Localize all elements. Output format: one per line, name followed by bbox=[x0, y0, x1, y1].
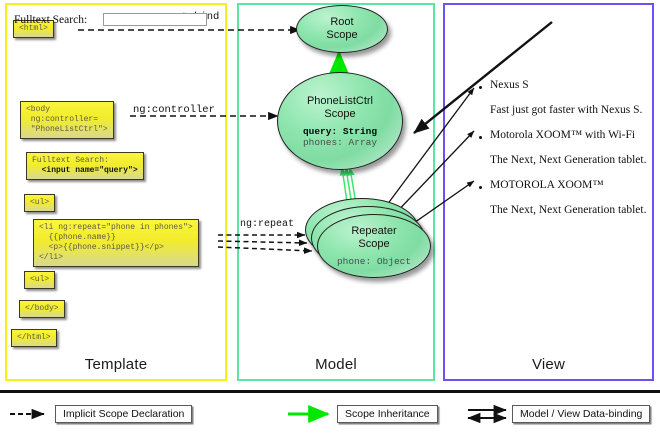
scope-repeater-title-1: Repeater bbox=[351, 225, 397, 237]
scope-root-title-1: Root bbox=[330, 16, 354, 28]
scope-phonelistctrl[interactable]: PhoneListCtrl Scope query: String phones… bbox=[277, 72, 403, 170]
label-ng-controller: ng:controller bbox=[133, 104, 215, 116]
view-search-input[interactable] bbox=[103, 13, 207, 26]
view-phone-name-1: Nexus S bbox=[490, 79, 529, 91]
scope-root-title-2: Scope bbox=[326, 29, 358, 41]
code-box-html-close[interactable]: </html> bbox=[11, 329, 57, 347]
view-phone-snippet-3: The Next, Next Generation tablet. bbox=[490, 204, 647, 216]
scope-repeater[interactable]: Repeater Scope phone: Object bbox=[317, 214, 431, 278]
view-phone-snippet-2: The Next, Next Generation tablet. bbox=[490, 154, 647, 166]
scope-phonelistctrl-title-2: Scope bbox=[324, 107, 356, 120]
legend-label-scope-inheritance: Scope Inheritance bbox=[337, 405, 438, 423]
code-box-li-repeat[interactable]: <li ng:repeat="phone in phones"> {{phone… bbox=[33, 219, 199, 267]
legend-divider bbox=[0, 390, 660, 393]
legend-glyph-double-arrow bbox=[467, 404, 507, 424]
view-search-label: Fulltext Search: bbox=[14, 14, 88, 26]
code-box-html-open[interactable]: <html> bbox=[13, 20, 54, 38]
scope-root[interactable]: Root Scope bbox=[296, 5, 388, 53]
code-box-body-controller[interactable]: <body ng:controller= "PhoneListCtrl"> bbox=[20, 101, 114, 139]
view-phone-name-3: MOTOROLA XOOM™ bbox=[490, 179, 604, 191]
column-model: Model bbox=[237, 3, 435, 381]
scope-phonelistctrl-prop-query: query: String bbox=[302, 125, 378, 137]
column-view: View bbox=[443, 3, 654, 381]
fulltext-search-plain: Fulltext Search: bbox=[32, 156, 109, 165]
column-label-view: View bbox=[531, 356, 566, 373]
code-box-body-close[interactable]: </body> bbox=[19, 300, 65, 318]
code-box-ul-close[interactable]: <ul> bbox=[24, 271, 56, 289]
fulltext-search-bold: <input name="query"> bbox=[41, 166, 138, 175]
scope-phonelistctrl-prop-phones: phones: Array bbox=[302, 136, 378, 148]
view-phone-name-2: Motorola XOOM™ with Wi-Fi bbox=[490, 129, 636, 141]
scope-repeater-prop-phone: phone: Object bbox=[336, 256, 412, 267]
code-box-ul-open[interactable]: <ul> bbox=[24, 194, 56, 212]
column-label-template: Template bbox=[84, 356, 148, 373]
view-bullet-1 bbox=[479, 86, 482, 89]
scope-phonelistctrl-title-1: PhoneListCtrl bbox=[306, 94, 374, 107]
view-bullet-3 bbox=[479, 186, 482, 189]
view-bullet-2 bbox=[479, 136, 482, 139]
scope-repeater-title-2: Scope bbox=[358, 238, 390, 250]
column-label-model: Model bbox=[315, 356, 357, 373]
column-template: Template bbox=[5, 3, 227, 381]
label-ng-repeat: ng:repeat bbox=[240, 219, 295, 230]
view-phone-snippet-1: Fast just got faster with Nexus S. bbox=[490, 104, 643, 116]
code-box-fulltext-search[interactable]: Fulltext Search: <input name="query"> bbox=[26, 152, 144, 180]
legend-label-data-binding: Model / View Data-binding bbox=[512, 405, 651, 423]
legend-label-implicit-scope-declaration: Implicit Scope Declaration bbox=[55, 405, 193, 423]
